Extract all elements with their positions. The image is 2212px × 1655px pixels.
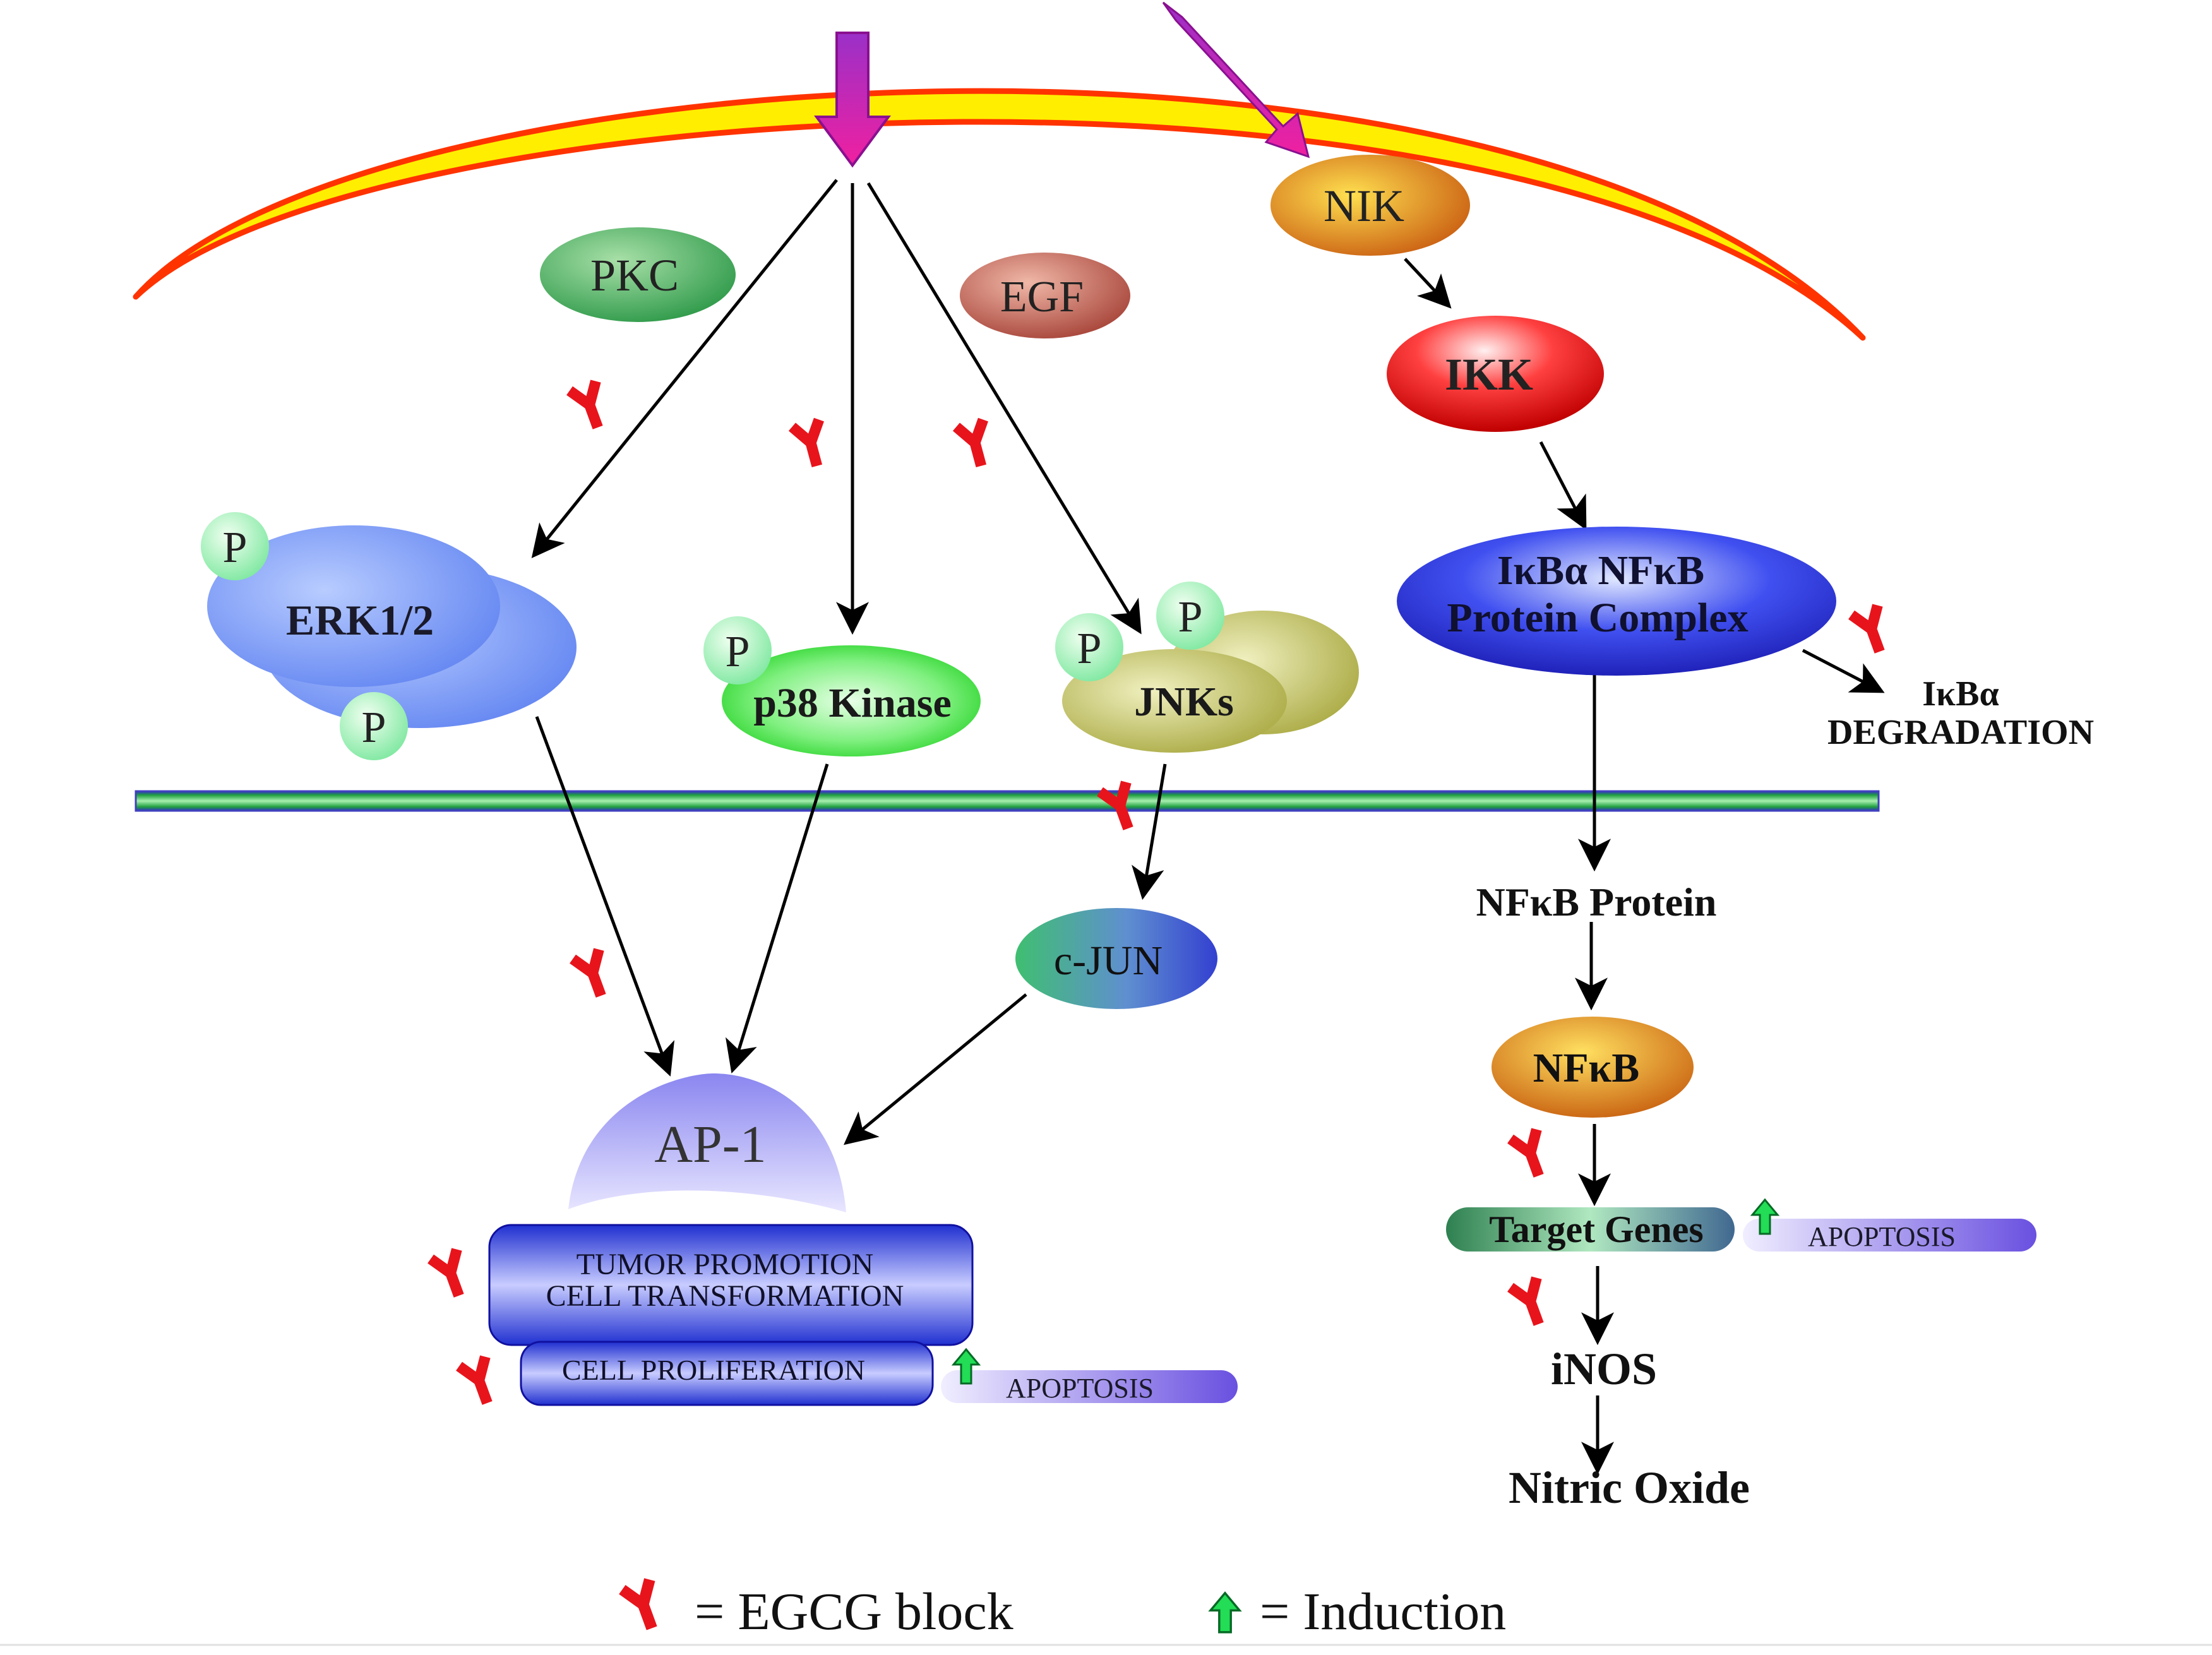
- egcg-block-target-genes: [1510, 1130, 1551, 1181]
- phospho-label-p38: P: [726, 628, 750, 676]
- nfkb-protein-label: NFκB Protein: [1476, 880, 1717, 924]
- legend-egcg-block-icon: [622, 1580, 666, 1634]
- cell-transformation-label: CELL TRANSFORMATION: [546, 1279, 904, 1313]
- nfkb-node: [1492, 1017, 1694, 1118]
- nitric-oxide-label: Nitric Oxide: [1509, 1462, 1750, 1513]
- apoptosis-label-left: APOPTOSIS: [1006, 1373, 1154, 1404]
- apoptosis-label-right: APOPTOSIS: [1808, 1221, 1956, 1252]
- inos-label: iNOS: [1551, 1344, 1657, 1394]
- erk-node: [207, 525, 500, 687]
- phospho-site-jnks-left: [1055, 613, 1123, 681]
- legend-induction-label: = Induction: [1260, 1582, 1506, 1641]
- egcg-block-erk-ap1: [573, 950, 614, 1001]
- ikba-nfkb-complex-label-line2: Protein Complex: [1447, 595, 1748, 641]
- arrow-to-jnks: [866, 182, 1142, 635]
- arrow-to-erk: [531, 179, 838, 559]
- cell-proliferation-box: [520, 1341, 934, 1406]
- jnks-node: [1062, 649, 1287, 753]
- egcg-block-p38: [792, 420, 830, 470]
- egcg-block-cell-proliferation: [459, 1357, 500, 1408]
- legend-egcg-block-label: = EGCG block: [695, 1582, 1013, 1641]
- phospho-label-jnks-left: P: [1077, 624, 1102, 673]
- egcg-block-tumor-promotion: [431, 1250, 472, 1301]
- arrow-ikk-to-complex: [1539, 441, 1587, 530]
- arrow-jnks-to-cjun: [1132, 763, 1167, 900]
- phospho-label-erk-bottom: P: [362, 703, 386, 752]
- signal-arrow-down: [814, 32, 891, 168]
- p38-kinase-label: p38 Kinase: [753, 680, 952, 726]
- arrow-cjun-to-ap1: [843, 993, 1027, 1145]
- ikba-nfkb-complex-label-line1: IκBα NFκB: [1497, 547, 1704, 594]
- arrow-p38-to-ap1: [725, 763, 829, 1073]
- legend-induction-icon: [1209, 1592, 1241, 1634]
- egf-label: EGF: [1000, 273, 1084, 321]
- target-genes-bar: [1446, 1207, 1735, 1252]
- egcg-block-pkc-erk: [570, 381, 611, 433]
- pathway-arrows: [531, 179, 1885, 1475]
- nfkb-label: NFκB: [1533, 1045, 1640, 1091]
- phospho-site-erk-top: [201, 512, 269, 580]
- cell-membrane: [133, 88, 1866, 341]
- egcg-block-ikba-degradation: [1851, 606, 1892, 657]
- ikba-nfkb-complex-node: [1397, 527, 1836, 676]
- phospho-label-erk-top: P: [223, 523, 248, 572]
- phospho-site-jnks-top: [1156, 582, 1224, 650]
- erk-label: ERK1/2: [286, 596, 434, 644]
- jnks-label: JNKs: [1134, 679, 1234, 725]
- nik-node: [1270, 155, 1470, 256]
- phospho-site-p38: [703, 616, 772, 684]
- nuclear-membrane: [135, 790, 1880, 812]
- ap1-label: AP-1: [654, 1115, 766, 1174]
- ap1-node: [568, 1073, 846, 1212]
- egcg-block-inos: [1510, 1278, 1551, 1329]
- signal-arrow-diagonal: [1162, 1, 1310, 158]
- p38-kinase-node: [722, 645, 981, 756]
- legend: = EGCG block = Induction: [622, 1580, 1506, 1641]
- cell-proliferation-label: CELL PROLIFERATION: [562, 1354, 865, 1386]
- arrow-nik-to-ikk: [1404, 258, 1452, 309]
- ikk-node: [1387, 316, 1604, 432]
- phospho-label-jnks-top: P: [1178, 593, 1203, 642]
- apoptosis-bar-right: [1743, 1219, 2036, 1252]
- nik-label: NIK: [1324, 181, 1404, 231]
- c-jun-label: c-JUN: [1054, 938, 1163, 984]
- pkc-label: PKC: [590, 250, 679, 301]
- ikba-degradation-label-line2: DEGRADATION: [1827, 713, 2094, 752]
- tumor-promotion-label: TUMOR PROMOTION: [577, 1248, 874, 1281]
- egf-node: [960, 253, 1130, 338]
- pkc-node: [540, 227, 736, 322]
- ikk-label: IKK: [1445, 349, 1533, 400]
- phospho-site-erk-bottom: [340, 692, 408, 760]
- egcg-block-jnks: [956, 420, 995, 470]
- ikba-degradation-label-line1: IκBα: [1922, 674, 1999, 714]
- target-genes-label: Target Genes: [1489, 1209, 1703, 1250]
- c-jun-node: [1015, 908, 1217, 1009]
- arrow-erk-to-ap1: [535, 716, 675, 1077]
- arrow-complex-to-degradation: [1802, 648, 1885, 693]
- apoptosis-bar-left: [941, 1370, 1238, 1403]
